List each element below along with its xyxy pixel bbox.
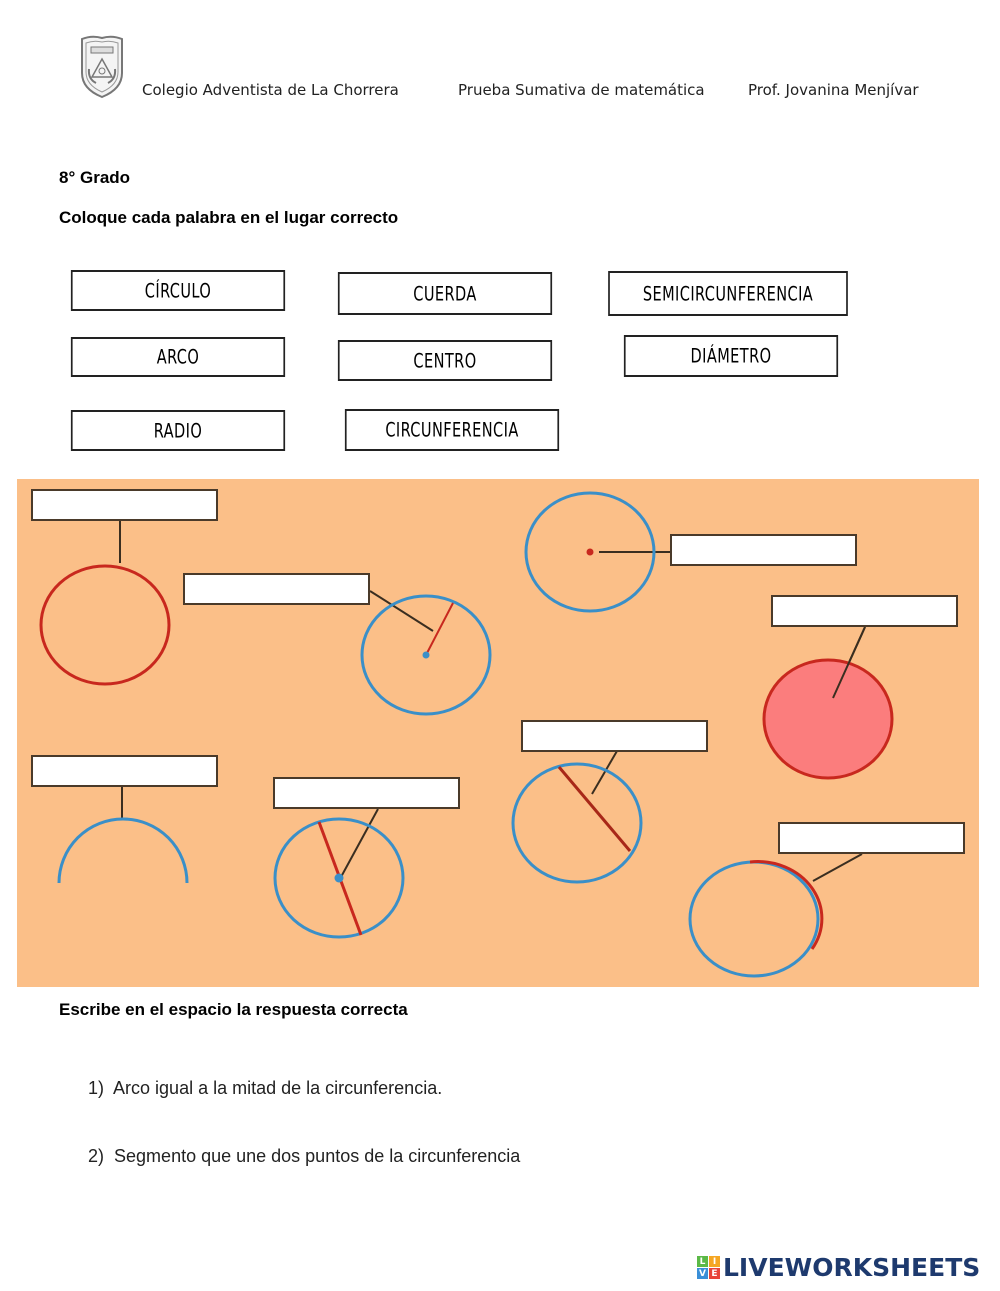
diagram-figures	[39, 491, 894, 978]
liveworksheets-logo: L I V E LIVEWORKSHEETS	[697, 1253, 980, 1282]
word-centro[interactable]: CENTRO	[337, 340, 553, 381]
question-1: 1) Arco igual a la mitad de la circunfer…	[88, 1078, 442, 1099]
teacher-name: Prof. Jovanina Menjívar	[748, 81, 919, 99]
answer-box-arco[interactable]	[778, 822, 965, 854]
answer-box-diametro[interactable]	[273, 777, 460, 809]
section1-instruction: Coloque cada palabra en el lugar correct…	[59, 208, 399, 227]
answer-box-circunferencia[interactable]	[31, 489, 218, 521]
word-label: DIÁMETRO	[690, 344, 772, 368]
test-title: Prueba Sumativa de matemática	[458, 81, 705, 99]
question-text: Arco igual a la mitad de la circunferenc…	[113, 1078, 443, 1098]
word-radio[interactable]: RADIO	[70, 410, 286, 451]
word-semicircunferencia[interactable]: SEMICIRCUNFERENCIA	[608, 271, 848, 316]
question-number: 2)	[88, 1146, 105, 1166]
section2-instruction: Escribe en el espacio la respuesta corre…	[59, 1000, 408, 1019]
circle-diagram	[17, 479, 979, 987]
word-label: CUERDA	[413, 281, 477, 306]
grade-label: 8° Grado	[59, 168, 131, 187]
live-logo-icon: L I V E	[697, 1256, 720, 1279]
word-circunferencia[interactable]: CIRCUNFERENCIA	[344, 409, 560, 451]
word-label: SEMICIRCUNFERENCIA	[642, 281, 814, 306]
logo-letter: V	[697, 1268, 708, 1279]
answer-box-radio[interactable]	[183, 573, 370, 605]
answer-box-cuerda[interactable]	[521, 720, 708, 752]
word-label: CENTRO	[413, 348, 477, 373]
logo-letter: E	[709, 1268, 720, 1279]
answer-box-centro[interactable]	[670, 534, 857, 566]
brand-name: LIVEWORKSHEETS	[723, 1253, 981, 1282]
word-cuerda[interactable]: CUERDA	[337, 272, 553, 315]
school-crest-icon	[78, 33, 126, 99]
word-diametro[interactable]: DIÁMETRO	[623, 335, 839, 377]
word-label: ARCO	[156, 345, 200, 369]
question-2: 2) Segmento que une dos puntos de la cir…	[88, 1146, 520, 1167]
word-label: RADIO	[153, 418, 203, 443]
logo-letter: L	[697, 1256, 708, 1267]
logo-letter: I	[709, 1256, 720, 1267]
word-circulo[interactable]: CÍRCULO	[70, 270, 286, 311]
word-label: CIRCUNFERENCIA	[385, 418, 519, 442]
answer-box-semicircunferencia[interactable]	[31, 755, 218, 787]
school-name: Colegio Adventista de La Chorrera	[142, 81, 399, 99]
answer-box-circulo[interactable]	[771, 595, 958, 627]
word-label: CÍRCULO	[144, 278, 212, 303]
question-text: Segmento que une dos puntos de la circun…	[114, 1146, 521, 1166]
question-number: 1)	[88, 1078, 105, 1098]
word-arco[interactable]: ARCO	[70, 337, 286, 377]
